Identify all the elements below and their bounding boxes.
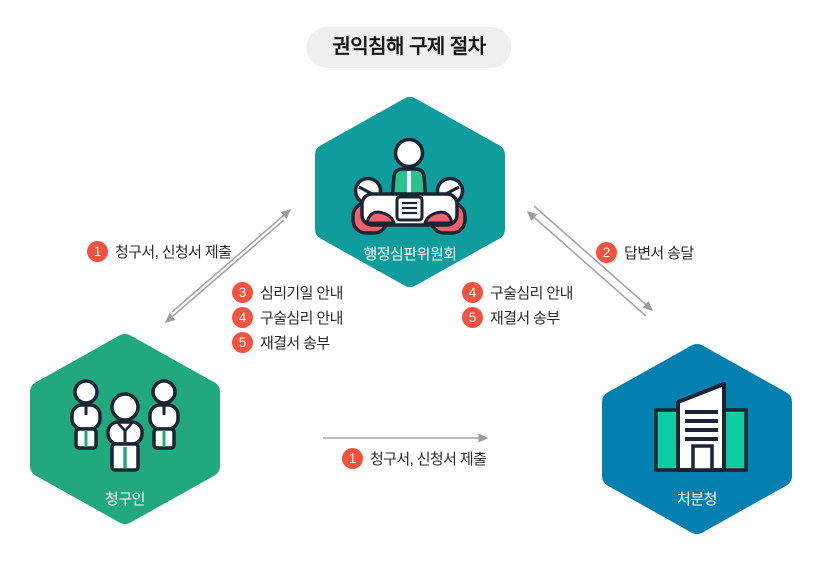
step-badge: 1 [342, 448, 363, 469]
claimant-label: 청구인 [105, 491, 145, 508]
meeting-table-icon [351, 137, 467, 235]
step-label: 구술심리 안내 [490, 285, 573, 302]
three-people-icon [70, 379, 180, 472]
edge-label-committee-to-agency: 4 구술심리 안내 5 재결서 송부 [462, 282, 573, 328]
node-committee: 행정심판위원회 [315, 97, 505, 287]
step-label: 구술심리 안내 [260, 310, 343, 327]
page-title: 권익침해 구제 절차 [306, 27, 512, 68]
step-badge: 5 [462, 307, 483, 328]
edge-label-claimant-to-committee: 1 청구서, 신청서 제출 [87, 241, 232, 262]
step-badge: 5 [232, 332, 253, 353]
edge-label-claimant-to-agency: 1 청구서, 신청서 제출 [342, 448, 487, 469]
node-claimant: 청구인 [30, 334, 220, 524]
step-badge: 4 [232, 307, 253, 328]
node-agency: 처분청 [602, 344, 792, 534]
agency-hexagon [602, 344, 792, 534]
step-row: 5 재결서 송부 [462, 307, 573, 328]
step-row: 4 구술심리 안내 [462, 282, 573, 303]
step-label: 청구서, 신청서 제출 [115, 244, 232, 261]
step-label: 청구서, 신청서 제출 [370, 451, 487, 468]
edge-label-committee-to-claimant: 3 심리기일 안내 4 구술심리 안내 5 재결서 송부 [232, 282, 343, 353]
edge-label-agency-to-committee: 2 답변서 송달 [596, 242, 694, 263]
step-badge: 1 [87, 241, 108, 262]
step-label: 재결서 송부 [490, 310, 560, 327]
government-building-icon [654, 382, 748, 472]
step-row: 4 구술심리 안내 [232, 307, 343, 328]
step-label: 답변서 송달 [624, 245, 694, 262]
step-row: 3 심리기일 안내 [232, 282, 343, 303]
step-badge: 2 [596, 242, 617, 263]
claimant-hexagon [30, 334, 220, 524]
step-badge: 3 [232, 282, 253, 303]
step-badge: 4 [462, 282, 483, 303]
step-label: 재결서 송부 [260, 335, 330, 352]
committee-label: 행정심판위원회 [363, 246, 457, 263]
agency-label: 처분청 [677, 491, 717, 508]
step-label: 심리기일 안내 [260, 285, 343, 302]
step-row: 5 재결서 송부 [232, 332, 343, 353]
committee-hexagon [315, 97, 505, 287]
